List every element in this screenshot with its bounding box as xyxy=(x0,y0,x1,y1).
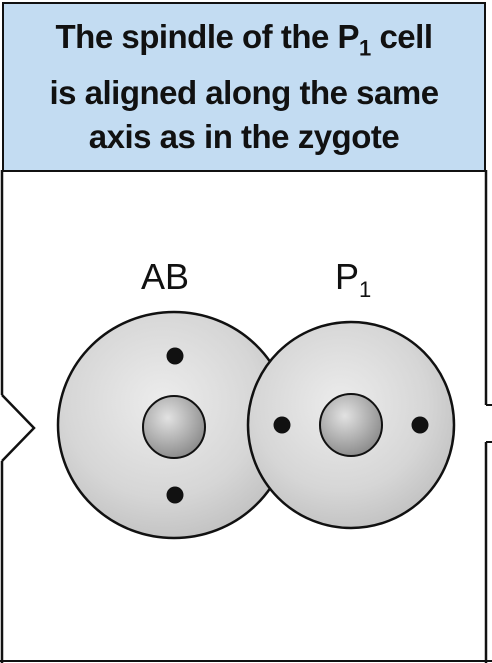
p1-nucleus xyxy=(320,394,382,456)
p1-label: P1 xyxy=(335,256,371,303)
ab-centrosome-bottom xyxy=(167,487,184,504)
p1-centrosome-left xyxy=(274,417,291,434)
caption-line-2: is aligned along the same xyxy=(49,71,438,115)
ab-label: AB xyxy=(141,256,189,298)
ab-centrosome-top xyxy=(167,348,184,365)
frame-arrow-notch xyxy=(2,395,34,461)
ab-nucleus xyxy=(143,396,205,458)
p1-centrosome-right xyxy=(412,417,429,434)
caption-box: The spindle of the P1 cell is aligned al… xyxy=(2,2,486,172)
caption-line-3: axis as in the zygote xyxy=(89,115,399,159)
caption-line-1: The spindle of the P1 cell xyxy=(56,15,433,71)
